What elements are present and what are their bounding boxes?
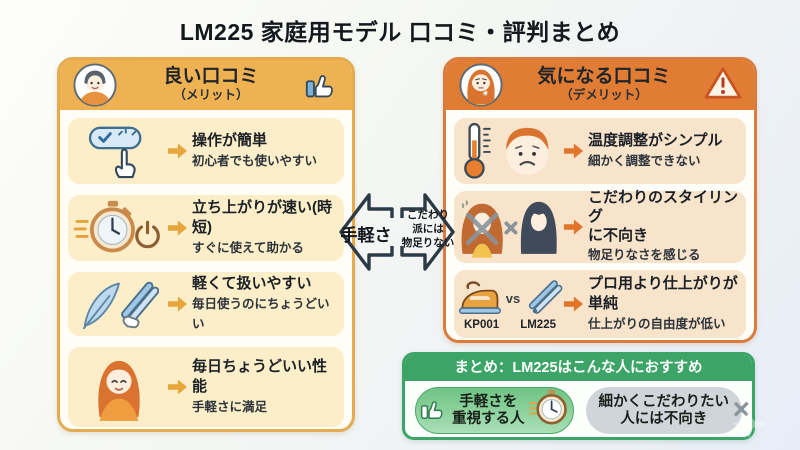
review-desc: 細かく調整できない [588, 154, 701, 168]
recommended-pill: 手軽さを 重視する人 [415, 387, 574, 434]
straightener-model-label: LM225 [520, 319, 556, 331]
review-desc: 初心者でも使いやすい [192, 154, 318, 168]
hairstyles-cross-icon [458, 196, 562, 258]
review-title: 操作が簡単 [192, 132, 268, 149]
stopwatch-icon [527, 389, 569, 431]
bullet-arrow-icon [168, 296, 187, 312]
thinking-woman-avatar-icon [458, 62, 504, 108]
bullet-arrow-icon [168, 220, 187, 236]
page-title: LM225 家庭用モデル 口コミ・評判まとめ [179, 19, 621, 45]
concern-review-item: こだわりのスタイリング に不向き 物足りなさを感じる [454, 189, 746, 263]
review-title-line2: に不向き [588, 227, 649, 244]
particular-arrow-label: こだわり 派には 物足りない [401, 209, 455, 249]
thumbs-up-icon [304, 66, 340, 105]
not-recommended-pill: 細かくこだわりたい 人には不向き × [585, 387, 750, 434]
review-desc: 手軽さに満足 [192, 400, 268, 414]
review-title: 軽くて扱いやすい [192, 275, 312, 292]
review-title: 温度調整がシンプル [588, 132, 723, 149]
easiness-arrow-label: 手軽さ [340, 226, 392, 245]
cross-mark-icon: × [732, 393, 750, 426]
comparison-arrows: 手軽さ こだわり 派には 物足りない [336, 188, 458, 276]
bullet-arrow-icon [564, 143, 583, 159]
good-reviews-panel: 良い口コミ （メリット） [57, 57, 355, 432]
good-review-item: 軽くて扱いやすい 毎日使うのにちょうどいい [68, 272, 344, 336]
button-press-icon [72, 123, 166, 179]
iron-vs-straightener-icon: vs KP001 LM225 [458, 277, 563, 331]
bullet-arrow-icon [564, 219, 583, 235]
double-arrow-icon [339, 193, 455, 271]
review-title: 立ち上がりが速い(時短) [192, 199, 332, 236]
summary-box: まとめ：LM225はこんな人におすすめ 手軽さを 重視する人 [402, 352, 755, 440]
summary-header: まとめ：LM225はこんな人におすすめ [405, 355, 752, 381]
concern-reviews-title: 気になる口コミ [537, 65, 671, 87]
concern-reviews-panel: 気になる口コミ （デメリット） [443, 57, 757, 343]
stopwatch-power-icon [72, 199, 166, 257]
happy-woman-icon [72, 353, 166, 421]
bullet-arrow-icon [168, 143, 187, 159]
review-title: プロ用より仕上がりが単純 [588, 275, 738, 312]
thermometer-sad-face-icon [458, 121, 562, 181]
concern-reviews-header: 気になる口コミ （デメリット） [446, 60, 754, 110]
concern-review-item: vs KP001 LM225 [454, 270, 746, 338]
vs-label: vs [505, 290, 521, 306]
thumbs-up-icon [420, 394, 448, 426]
review-desc: 仕上がりの自由度が低い [588, 317, 726, 331]
bullet-arrow-icon [564, 296, 583, 312]
good-reviews-title: 良い口コミ [163, 65, 259, 87]
iron-model-label: KP001 [464, 319, 500, 331]
good-review-item: 立ち上がりが速い(時短) すぐに使えて助かる [68, 195, 344, 261]
concern-review-item: 温度調整がシンプル 細かく調整できない [454, 118, 746, 184]
good-review-item: 操作が簡単 初心者でも使いやすい [68, 118, 344, 184]
hair-straightener-icon [529, 280, 563, 314]
recommended-text: 手軽さを 重視する人 [452, 393, 525, 427]
decorative-sparkle-icon [731, 406, 767, 438]
good-reviews-header: 良い口コミ （メリット） [60, 60, 352, 110]
man-avatar-icon [72, 62, 118, 108]
review-desc: すぐに使えて助かる [192, 241, 304, 255]
bullet-arrow-icon [168, 379, 187, 395]
review-desc: 物足りなさを感じる [588, 247, 701, 262]
good-review-item: 毎日ちょうどいい性能 手軽さに満足 [68, 347, 344, 427]
review-desc: 毎日使うのにちょうどいい [192, 297, 330, 331]
concern-reviews-subtitle: （デメリット） [560, 87, 648, 102]
review-title: 毎日ちょうどいい性能 [192, 358, 328, 395]
clothes-iron-icon [458, 281, 501, 314]
warning-triangle-icon [704, 66, 742, 105]
feather-straightener-icon [72, 276, 166, 333]
review-title-line1: こだわりのスタイリング [588, 189, 739, 226]
not-recommended-text: 細かくこだわりたい 人には不向き [598, 393, 730, 427]
good-reviews-subtitle: （メリット） [173, 87, 249, 102]
